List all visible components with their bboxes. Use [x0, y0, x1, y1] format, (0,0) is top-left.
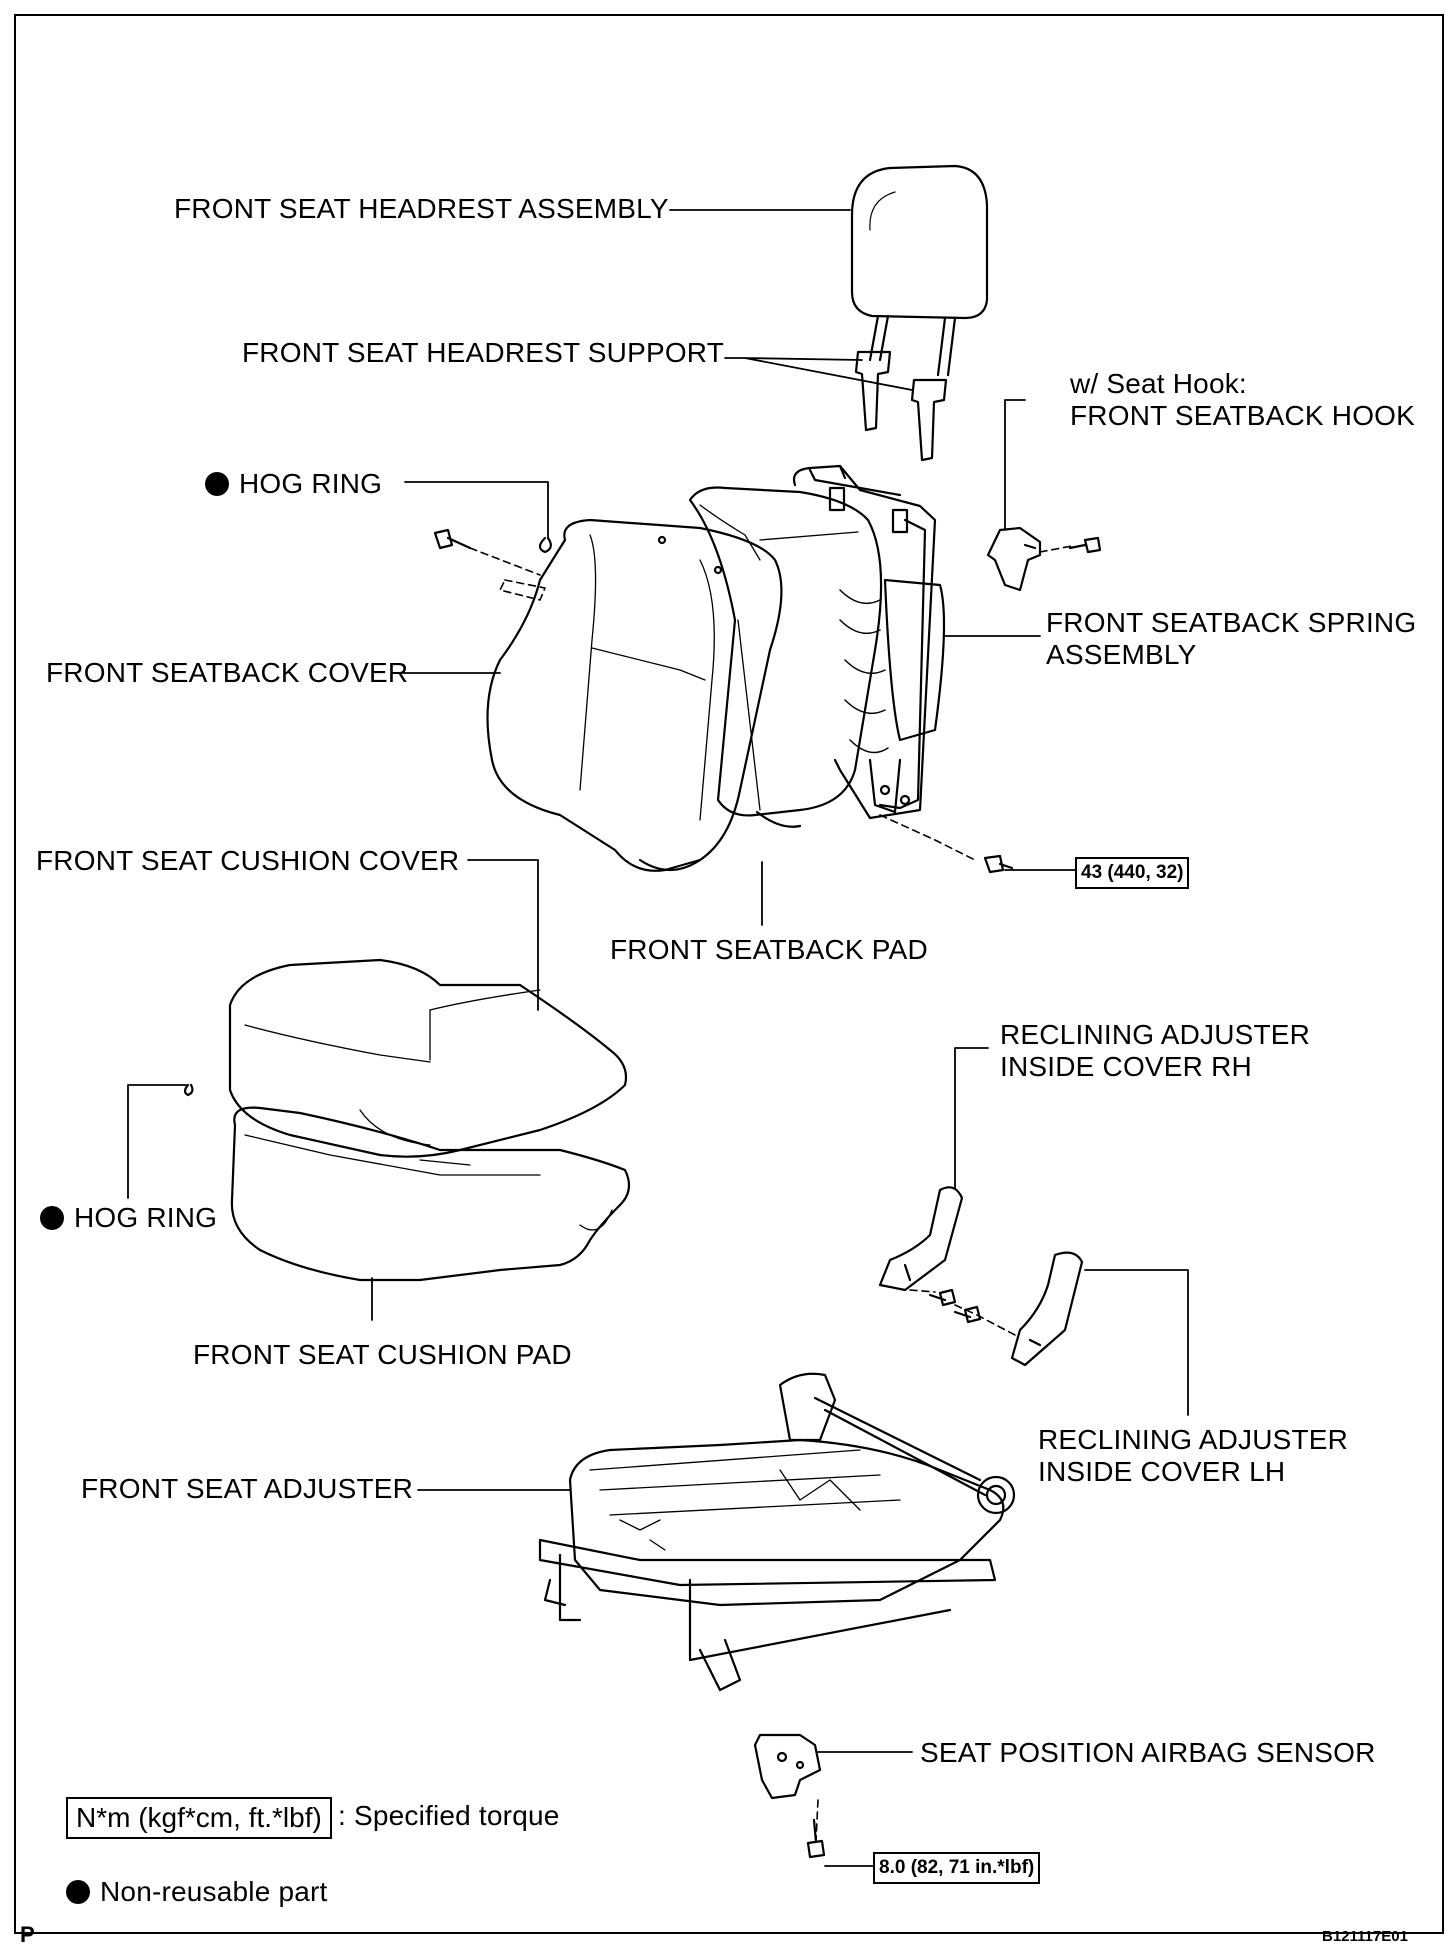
seatback-hook-drawing: [986, 526, 1042, 592]
label-cushion-pad: FRONT SEAT CUSHION PAD: [193, 1339, 572, 1370]
nonreusable-dot-icon: [40, 1206, 64, 1230]
label-airbag-sensor: SEAT POSITION AIRBAG SENSOR: [920, 1737, 1376, 1768]
recliner-cover-rh-drawing: [878, 1186, 964, 1292]
headrest-supports-drawing: [854, 350, 948, 462]
hog-ring-top-text: HOG RING: [239, 468, 383, 499]
label-seatback-spring: FRONT SEATBACK SPRING ASSEMBLY: [1046, 607, 1417, 670]
label-recliner-rh: RECLINING ADJUSTER INSIDE COVER RH: [1000, 1019, 1311, 1082]
hog-ring-bottom-drawing: [183, 1083, 194, 1097]
legend-nonreusable: Non-reusable part: [66, 1876, 328, 1908]
headrest-assembly-drawing: [850, 164, 989, 377]
label-hog-ring-top: HOG RING: [205, 468, 382, 500]
legend-nonreusable-text: Non-reusable part: [100, 1876, 328, 1907]
airbag-sensor-drawing: [753, 1733, 822, 1800]
legend-torque-box: N*m (kgf*cm, ft.*lbf): [66, 1797, 332, 1839]
figure-id: B121117E01: [1322, 1928, 1408, 1945]
diagram-frame: [14, 14, 1444, 1934]
cushion-cover-drawing: [228, 958, 628, 1158]
cushion-pad-drawing: [230, 1106, 631, 1282]
label-seatback-cover: FRONT SEATBACK COVER: [46, 657, 409, 688]
legend-torque-text: : Specified torque: [338, 1800, 560, 1831]
label-seatback-hook: w/ Seat Hook: FRONT SEATBACK HOOK: [1070, 368, 1416, 431]
seatback-cover-drawing: [486, 518, 783, 872]
nonreusable-dot-icon: [66, 1880, 90, 1904]
seatback-pad-drawing: [688, 486, 883, 828]
label-cushion-cover: FRONT SEAT CUSHION COVER: [36, 845, 460, 876]
label-hog-ring-bottom: HOG RING: [40, 1202, 217, 1234]
recliner-cover-lh-drawing: [1010, 1251, 1084, 1367]
torque-box-seatback-bolt: 43 (440, 32): [1075, 857, 1190, 889]
hog-ring-top-drawing: [538, 536, 552, 554]
nonreusable-dot-icon: [205, 472, 229, 496]
torque-box-sensor-bolt: 8.0 (82, 71 in.*lbf): [873, 1852, 1041, 1884]
label-seatback-pad: FRONT SEATBACK PAD: [610, 934, 928, 965]
label-seat-adjuster: FRONT SEAT ADJUSTER: [81, 1473, 414, 1504]
label-headrest-assembly: FRONT SEAT HEADREST ASSEMBLY: [174, 193, 669, 224]
seat-adjuster-drawing: [538, 1372, 1016, 1692]
label-recliner-lh: RECLINING ADJUSTER INSIDE COVER LH: [1038, 1424, 1349, 1487]
dashed-assembly-lines: [469, 545, 1073, 1841]
label-headrest-support: FRONT SEAT HEADREST SUPPORT: [242, 337, 725, 368]
leader-lines: [127, 209, 1189, 1867]
page-mark: P: [20, 1922, 35, 1947]
bolts-drawing: [433, 528, 1102, 1859]
hog-ring-bottom-text: HOG RING: [74, 1202, 218, 1233]
seatback-spring-drawing: [792, 464, 946, 820]
